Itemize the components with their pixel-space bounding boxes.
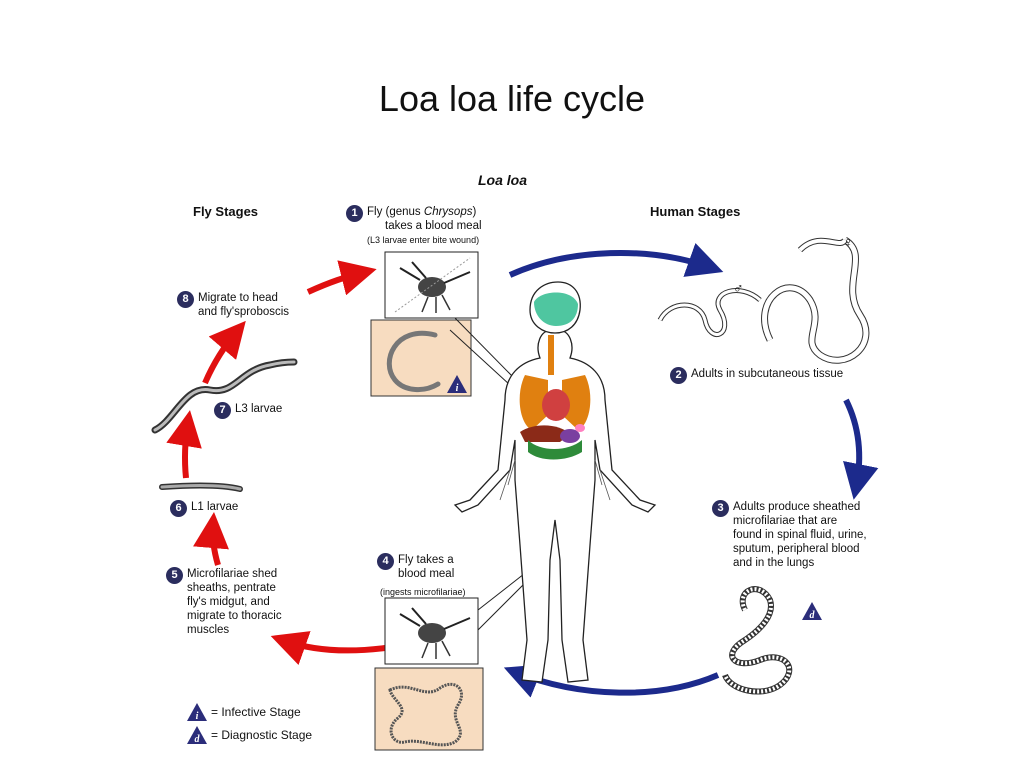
arrow-1-to-2 [508, 243, 724, 278]
microfilariae-panel-bottom [374, 667, 484, 751]
arrow-2-to-3 [843, 398, 879, 500]
l3-larva-image [151, 358, 298, 434]
fly-image-bottom [384, 597, 479, 665]
badge-text: i [196, 711, 199, 722]
arrow-7-to-8 [202, 320, 246, 385]
fly-image-top [384, 251, 479, 319]
arrow-5-to-6 [193, 512, 229, 566]
infective-badge-top: i [447, 375, 467, 394]
legend-diagnostic-badge: d [187, 726, 207, 745]
human-stages-heading: Human Stages [650, 204, 741, 219]
slide-title: Loa loa life cycle [378, 78, 646, 119]
diagram-title: Loa loa [478, 172, 528, 188]
badge-text: d [810, 610, 816, 621]
legend-diagnostic-label: = Diagnostic Stage [211, 728, 313, 742]
badge-text: i [456, 383, 459, 394]
badge-text: d [195, 734, 201, 745]
female-symbol: ♀ [843, 234, 854, 250]
arrow-4-to-5 [270, 631, 386, 666]
arrow-3-to-4 [503, 664, 720, 698]
human-body-figure [453, 281, 657, 683]
fly-stages-heading: Fly Stages [193, 204, 259, 219]
arrow-6-to-7 [166, 410, 202, 479]
legend-infective-badge: i [187, 703, 207, 722]
legend-infective-label: = Infective Stage [211, 705, 301, 719]
adult-worms-image [657, 237, 870, 364]
arrow-8-to-1 [306, 260, 377, 296]
stage-number: 1 [346, 205, 363, 222]
male-symbol: ♂ [733, 280, 744, 296]
microfilariae-image [722, 586, 793, 695]
diagnostic-badge-stage3: d [802, 602, 822, 621]
l1-larva-image [159, 482, 243, 492]
